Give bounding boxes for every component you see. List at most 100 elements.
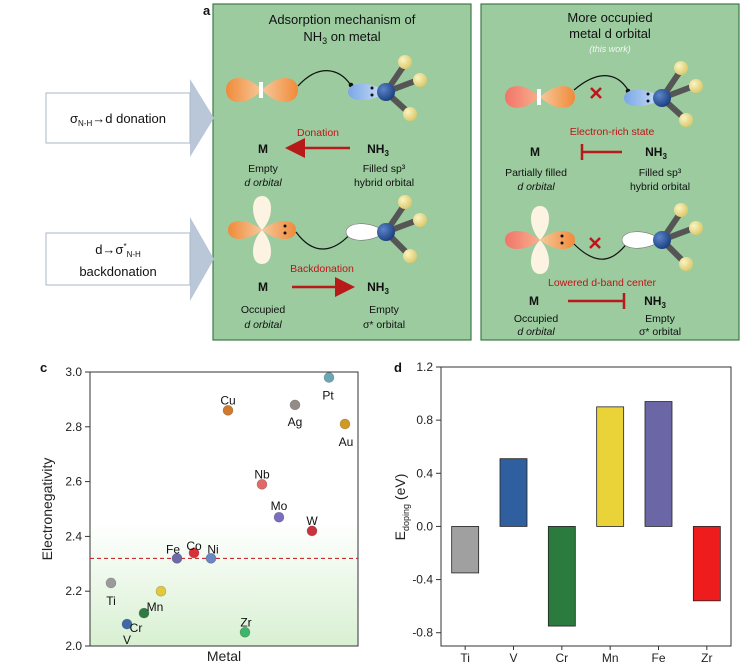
panel-c-y-axis-label: Electronegativity [39, 458, 55, 561]
donation-label: Donation [297, 127, 339, 139]
scatter-point-fe [171, 553, 183, 564]
panel-a-top-m-desc2: d orbital [244, 177, 282, 189]
metal-d-orbital-occupied-icon [228, 196, 296, 264]
panel-c-y-tick-label: 2.4 [65, 529, 82, 543]
panel-b-background [480, 3, 740, 341]
backdonation-side-line2: backdonation [79, 264, 156, 279]
panel-b-subtitle: (this work) [589, 44, 631, 54]
scatter-label-ag: Ag [288, 415, 303, 429]
bar-zr [692, 526, 721, 602]
scatter-point-w [306, 525, 318, 537]
panel-d-x-tick-label: Ti [460, 651, 470, 664]
panel-c-y-axis: 2.0 2.2 2.4 2.6 2.8 3.0 [65, 365, 90, 653]
panel-d-y-axis: -0.8-0.40.00.40.81.2 [412, 360, 441, 640]
metal-d-orbital-partial-icon [505, 86, 575, 108]
scatter-point-cr [138, 607, 150, 619]
panel-a-top-nh3-desc1: Filled sp³ [363, 163, 406, 175]
panel-c-y-tick-label: 3.0 [65, 365, 82, 379]
scatter-point-ni [205, 553, 217, 564]
panel-label-d: d [394, 360, 402, 375]
panel-c-y-tick-label: 2.6 [65, 475, 82, 489]
bar-ti [451, 526, 480, 574]
scatter-label-nb: Nb [254, 467, 270, 481]
scatter-label-w: W [306, 514, 318, 528]
bar-fe [644, 401, 673, 527]
panel-label-c: c [40, 360, 47, 375]
panel-b-top-nh3-label: NH3 [645, 145, 667, 161]
panel-d-y-tick-label: 0.0 [416, 519, 433, 533]
blocked-backdonation-cross-icon [589, 237, 601, 249]
panel-d-x-tick-label: Zr [701, 651, 712, 664]
scatter-label-mo: Mo [271, 499, 288, 513]
scatter-point-v [121, 618, 133, 630]
scatter-point-nb [256, 479, 268, 490]
panel-d-plot-area [440, 366, 732, 647]
panel-b-bottom-nh3-desc2: σ* orbital [639, 326, 681, 338]
interaction-curve-top-b [573, 75, 629, 91]
nh3-antibonding-molecule-icon [621, 203, 703, 271]
panel-c-x-axis-label: Metal [207, 648, 241, 664]
panel-d-x-tick-label: V [509, 651, 517, 664]
bar-mn [596, 406, 625, 527]
interaction-curve-top-a [297, 70, 351, 87]
electron-rich-label: Electron-rich state [570, 126, 655, 138]
scatter-point-zr [239, 626, 251, 638]
scatter-label-fe: Fe [166, 542, 180, 556]
scatter-label-ti: Ti [106, 594, 116, 608]
scatter-label-pt: Pt [322, 388, 334, 402]
interaction-curve-bottom-b [573, 241, 629, 260]
bar-cr [547, 526, 576, 627]
panel-d-y-tick-label: 0.4 [416, 466, 433, 480]
blocked-interaction-cross-icon [590, 87, 602, 99]
nh3-lone-pair-molecule-icon [348, 55, 427, 121]
panel-d-bars [451, 401, 721, 627]
scatter-label-v: V [123, 633, 131, 647]
panel-c-y-tick-label: 2.8 [65, 420, 82, 434]
panel-a: a Adsorption mechanism of NH3 on metal M… [203, 3, 472, 341]
inhibited-backdonation-arrow [568, 293, 626, 309]
side-arrow-donation: σN-H→d donation [45, 79, 214, 157]
panel-b-title-line2: metal d orbital [569, 26, 651, 41]
backdonation-side-line1: d→σ*N-H [95, 242, 141, 259]
scatter-point-au [339, 418, 351, 430]
scatter-label-cu: Cu [220, 393, 235, 407]
scatter-label-mn: Mn [147, 600, 164, 614]
panel-b-bottom-nh3-desc1: Empty [645, 313, 676, 325]
scatter-label-co: Co [186, 539, 202, 553]
scatter-point-pt [323, 372, 335, 383]
panel-a-top-nh3-label: NH3 [367, 142, 389, 158]
donation-side-label: σN-H→d donation [70, 111, 166, 128]
panel-c-y-tick-label: 2.2 [65, 584, 82, 598]
scatter-point-mo [273, 511, 285, 523]
panel-a-top-m-label: M [258, 142, 268, 156]
panel-a-bottom-m-desc1: Occupied [241, 304, 286, 316]
panel-c-y-tick-label: 2.0 [65, 639, 82, 653]
panel-a-top-m-desc1: Empty [248, 163, 279, 175]
panel-d-y-tick-label: -0.8 [412, 626, 433, 640]
panel-d-x-tick-label: Mn [602, 651, 619, 664]
panel-d-y-tick-label: -0.4 [412, 573, 433, 587]
panel-b-top-m-desc2: d orbital [517, 181, 555, 193]
panel-d-y-axis-label: Edoping (eV) [392, 474, 411, 541]
panel-a-bottom-m-desc2: d orbital [244, 319, 282, 331]
scatter-label-zr: Zr [240, 615, 251, 629]
scatter-label-cr: Cr [130, 621, 143, 635]
panel-b-bottom-m-desc1: Occupied [514, 313, 559, 325]
panel-b-bottom-nh3-label: NH3 [644, 294, 666, 310]
panel-b-top-m-desc1: Partially filled [505, 167, 567, 179]
panel-a-top-nh3-desc2: hybrid orbital [354, 177, 414, 189]
scatter-point-mn [155, 585, 167, 597]
panel-b-title-line1: More occupied [567, 10, 652, 25]
panel-b-bottom-m-desc2: d orbital [517, 326, 555, 338]
metal-d-orbital-occupied-icon [505, 206, 575, 274]
panel-a-title-line2: NH3 on metal [303, 29, 380, 46]
panel-b-bottom-m-label: M [529, 294, 539, 308]
panel-d-y-tick-label: 0.8 [416, 413, 433, 427]
panel-d-x-tick-label: Cr [555, 651, 568, 664]
panel-a-bottom-nh3-desc2: σ* orbital [363, 319, 405, 331]
